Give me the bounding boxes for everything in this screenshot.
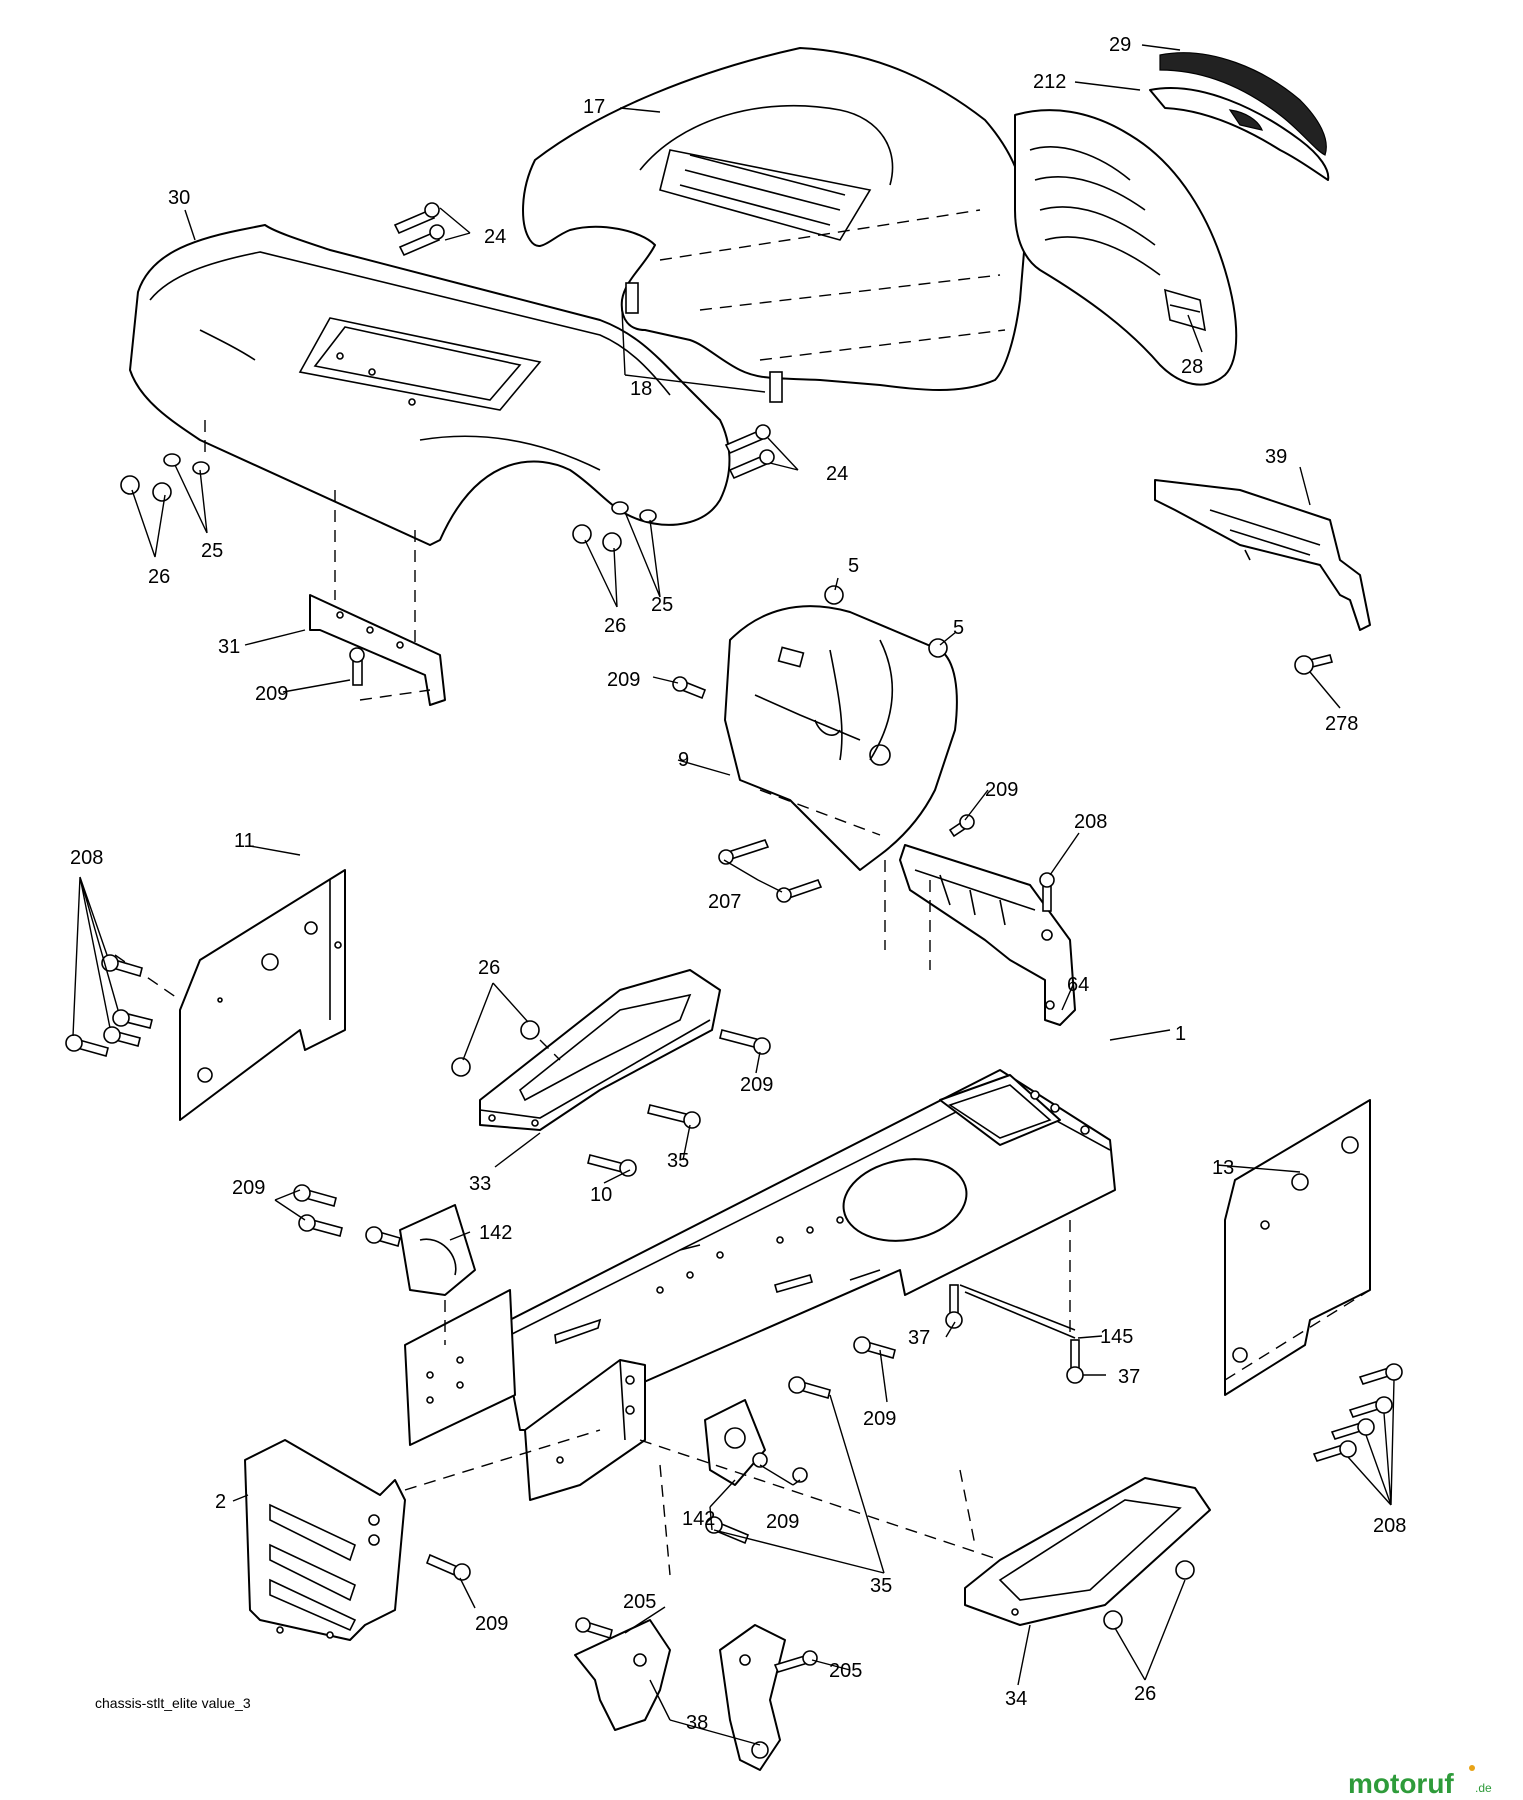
callout-29: 29 [1109,34,1131,56]
logo-suffix: .de [1475,1781,1492,1795]
callout-24: 24 [484,226,506,248]
callout-1: 1 [1175,1023,1186,1045]
callout-209: 209 [607,669,640,691]
plate-center-rear[interactable] [524,1359,646,1501]
callout-25: 25 [201,540,223,562]
callout-30: 30 [168,187,190,209]
callout-35: 35 [870,1575,892,1597]
hood-part-17[interactable] [522,47,1028,391]
callout-28: 28 [1181,356,1203,378]
callout-38: 38 [686,1712,708,1734]
callout-26: 26 [604,615,626,637]
fender-part-30[interactable] [129,224,731,546]
callout-37: 37 [908,1327,930,1349]
callout-209: 209 [766,1511,799,1533]
callout-209: 209 [863,1408,896,1430]
callout-205: 205 [623,1591,656,1613]
callout-9: 9 [678,749,689,771]
callout-209: 209 [740,1074,773,1096]
bracket-part-38-right[interactable] [719,1624,818,1771]
callout-212: 212 [1033,71,1066,93]
footrest-part-34[interactable] [964,1477,1211,1626]
callout-34: 34 [1005,1688,1027,1710]
callout-33: 33 [469,1173,491,1195]
nuts-washers-right[interactable] [572,501,657,552]
plate-part-142-left[interactable] [399,1204,516,1446]
callout-31: 31 [218,636,240,658]
callout-142: 142 [682,1508,715,1530]
bracket-part-31[interactable] [309,594,446,706]
callout-207: 207 [708,891,741,913]
bolts-footrest[interactable] [587,1029,771,1177]
logo-dot [1469,1765,1475,1771]
callout-64: 64 [1067,974,1089,996]
rod-part-145[interactable] [949,1284,1080,1371]
bolts-209-dash[interactable] [672,676,975,838]
callout-145: 145 [1100,1326,1133,1348]
bracket-part-38-left[interactable] [574,1617,671,1731]
callout-18: 18 [630,378,652,400]
bolts-208-left[interactable] [65,954,153,1057]
bolts-part-24-lower[interactable] [724,424,775,480]
rear-plate-part-2[interactable] [244,1439,406,1641]
bolts-208-right[interactable] [1312,1363,1403,1462]
callout-17: 17 [583,96,605,118]
frame-part-1[interactable] [499,1069,1116,1431]
leader-lines [72,44,1395,1746]
pin-part-18[interactable] [625,282,783,403]
callout-209: 209 [985,779,1018,801]
trim-part-29[interactable] [1159,52,1327,156]
bracket-part-39[interactable] [1154,479,1371,631]
callout-142: 142 [479,1222,512,1244]
bolts-part-24-upper[interactable] [393,202,445,257]
callout-209: 209 [475,1613,508,1635]
callout-209: 209 [255,683,288,705]
nuts-26-footrest[interactable] [451,1020,540,1077]
callout-2: 2 [215,1491,226,1513]
logo-wordmark: motoruf [1348,1768,1454,1799]
bolts-209-left-rear[interactable] [293,1184,401,1247]
callout-11: 11 [234,830,255,852]
callout-24: 24 [826,463,848,485]
callout-26: 26 [478,957,500,979]
bolt-209-seat[interactable] [349,647,365,686]
callout-209: 209 [232,1177,265,1199]
bracket-part-142-right[interactable] [704,1399,808,1486]
callout-5: 5 [848,555,859,577]
bolts-209-center[interactable] [705,1336,896,1545]
callout-25: 25 [651,594,673,616]
callout-26: 26 [148,566,170,588]
callout-26: 26 [1134,1683,1156,1705]
side-plate-part-13[interactable] [1224,1099,1371,1396]
grille-part-28[interactable] [1014,109,1238,386]
support-part-64[interactable] [884,844,1076,1026]
nuts-washers-left[interactable] [120,453,210,502]
callout-208: 208 [70,847,103,869]
callout-208: 208 [1373,1515,1406,1537]
bolt-209-rear[interactable] [425,1553,471,1581]
callout-37: 37 [1118,1366,1140,1388]
trim-part-212[interactable] [1149,87,1330,181]
footrest-part-33[interactable] [479,969,721,1131]
side-plate-part-11[interactable] [114,869,346,1121]
nuts-part-37[interactable] [945,1311,1084,1384]
motoruf-logo[interactable]: motoruf .de [1348,1765,1492,1799]
assembly-lines [204,420,1071,1576]
diagram-caption: chassis-stlt_elite value_3 [95,1695,251,1711]
callout-39: 39 [1265,446,1287,468]
callout-208: 208 [1074,811,1107,833]
callout-10: 10 [590,1184,612,1206]
callout-205: 205 [829,1660,862,1682]
callout-35: 35 [667,1150,689,1172]
callout-5: 5 [953,617,964,639]
callout-278: 278 [1325,713,1358,735]
nuts-26-footrest-34[interactable] [1103,1560,1195,1630]
callout-13: 13 [1212,1157,1234,1179]
dash-panel-part-9[interactable] [724,605,958,871]
callouts: 30 24 17 29 212 18 28 24 26 25 26 25 31 … [70,34,1406,1734]
bolt-part-278[interactable] [1294,654,1333,675]
